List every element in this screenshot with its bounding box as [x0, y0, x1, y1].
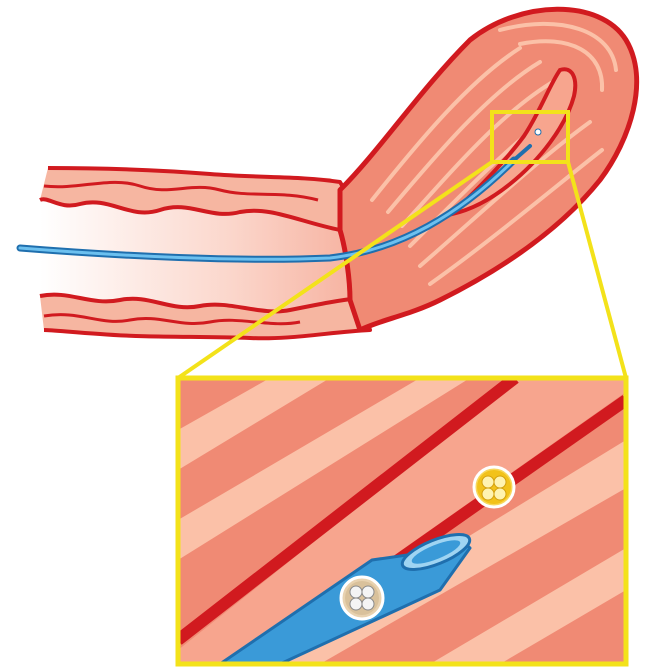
cell-cluster-in-needle [341, 577, 383, 619]
organ-overview [20, 9, 637, 338]
cell-cluster-in-lumen [474, 467, 514, 507]
target-cell-dot [535, 129, 541, 135]
zoom-callout-box [178, 378, 626, 664]
